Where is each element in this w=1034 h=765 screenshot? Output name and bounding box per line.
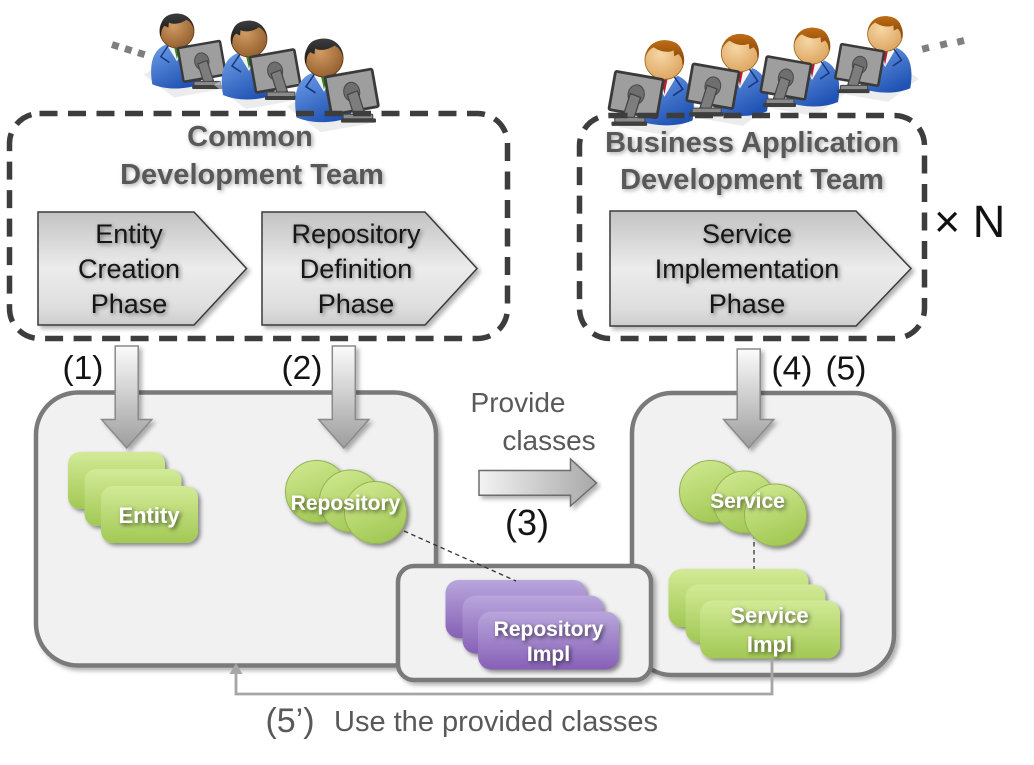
svg-text:× N: × N (934, 196, 1005, 247)
svg-text:(3): (3) (505, 502, 549, 543)
svg-text:Phase: Phase (318, 289, 395, 319)
svg-text:Use the provided classes: Use the provided classes (334, 706, 658, 738)
svg-text:classes: classes (502, 425, 595, 456)
svg-text:Service: Service (710, 490, 785, 513)
svg-text:Provide: Provide (471, 387, 566, 418)
svg-text:Business Application: Business Application (605, 127, 899, 159)
svg-text:Development Team: Development Team (620, 164, 884, 196)
svg-text:Creation: Creation (78, 254, 180, 284)
svg-text:Repository: Repository (291, 492, 401, 515)
svg-text:Service: Service (702, 219, 792, 249)
svg-text:Phase: Phase (91, 289, 168, 319)
svg-text:Impl: Impl (747, 632, 792, 657)
svg-text:Development Team: Development Team (120, 159, 384, 191)
svg-text:Service: Service (730, 603, 808, 628)
svg-text:Entity: Entity (118, 503, 180, 528)
svg-text:Repository: Repository (494, 618, 604, 641)
svg-text:(2): (2) (282, 350, 323, 387)
svg-text:(4): (4) (772, 351, 813, 388)
svg-text:(1): (1) (63, 350, 104, 387)
svg-text:Entity: Entity (95, 219, 163, 249)
svg-text:Definition: Definition (300, 254, 413, 284)
svg-text:(5): (5) (826, 351, 867, 388)
svg-text:Implementation: Implementation (655, 254, 840, 284)
svg-text:Repository: Repository (291, 219, 421, 249)
svg-text:(5’): (5’) (265, 702, 314, 740)
svg-text:Common: Common (187, 121, 313, 153)
svg-text:Phase: Phase (709, 289, 786, 319)
svg-text:Impl: Impl (527, 643, 570, 666)
